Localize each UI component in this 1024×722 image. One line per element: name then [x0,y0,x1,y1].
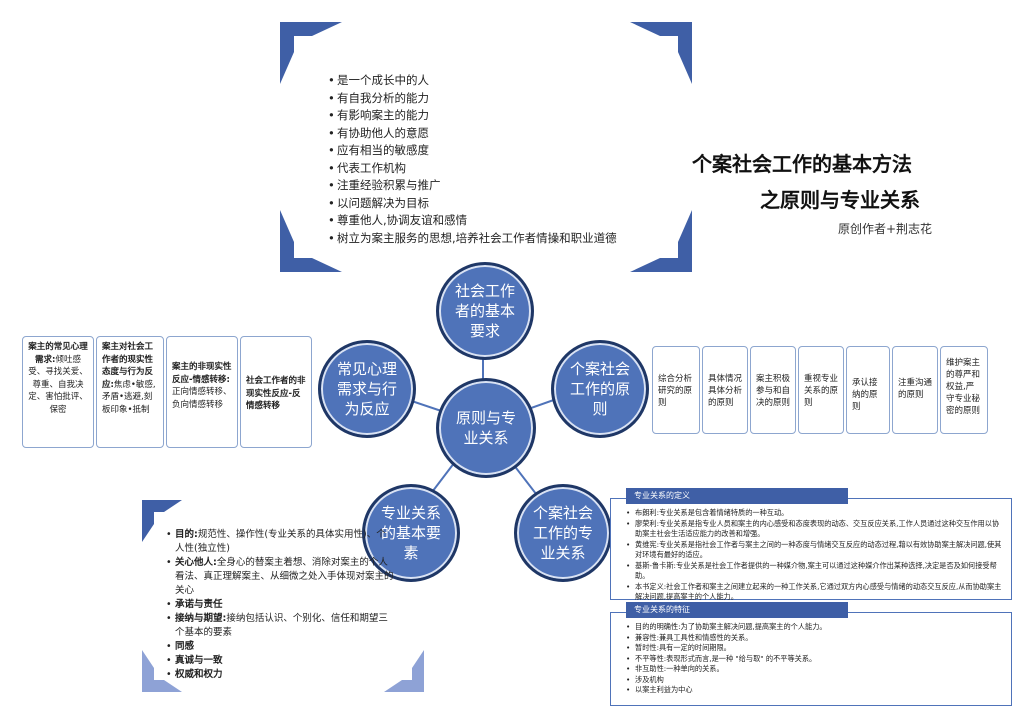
node-requirements[interactable]: 社会工作者的基本要求 [436,262,534,360]
element-item: 承诺与责任 [166,598,394,612]
node-relationship-label: 个案社会工作的专业关系 [532,504,593,562]
title-line-1: 个案社会工作的基本方法 [692,152,912,176]
reaction-box: 社会工作者的非现实性反应-反情感转移 [240,336,312,448]
features-panel-heading: 专业关系的特征 [626,602,848,618]
reaction-text: 倾吐感受、寻找关爱、尊重、自我决定、害怕批评、保密 [28,354,88,415]
definition-item: 布朗利:专业关系是包含着情绪特质的一种互动。 [626,508,1006,519]
element-item: 关心他人:全身心的替案主着想、消除对案主的个人看法、真正理解案主、从细微之处入手… [166,556,394,598]
title-line-2: 之原则与专业关系 [760,188,920,212]
elements-list: 目的:规范性、操作性(专业关系的具体实用性)、个人性(独立性) 关心他人:全身心… [166,528,394,682]
reaction-text: 焦虑•敏感,矛盾•逃避,刻板印象•抵制 [102,379,156,415]
node-elements[interactable]: 专业关系的基本要素 [362,484,460,582]
requirement-item: 是一个成长中的人 [328,72,678,90]
reaction-box: 案主的非现实性反应-情感转移:正向情感转移、负向情感转移 [166,336,238,448]
principle-box: 注重沟通的原则 [892,346,938,434]
node-reactions-label: 常见心理需求与行为反应 [336,360,397,418]
features-list: 目的的明确性:为了协助案主解决问题,提高案主的个人能力。 兼容性:兼具工具性和情… [626,622,1006,696]
principle-box: 案主积极参与和自决的原则 [750,346,796,434]
reaction-title: 案主的非现实性反应-情感转移: [172,362,232,385]
feature-item: 兼容性:兼具工具性和情感性的关系。 [626,633,1006,644]
feature-item: 不平等性:表现形式而言,是一种 "给与取" 的不平等关系。 [626,654,1006,665]
node-principles[interactable]: 个案社会工作的原则 [551,340,649,438]
requirement-item: 应有相当的敏感度 [328,142,678,160]
principle-box: 具体情况具体分析的原则 [702,346,748,434]
element-item: 目的:规范性、操作性(专业关系的具体实用性)、个人性(独立性) [166,528,394,556]
reaction-box: 案主的常见心理需求:倾吐感受、寻找关爱、尊重、自我决定、害怕批评、保密 [22,336,94,448]
feature-item: 目的的明确性:为了协助案主解决问题,提高案主的个人能力。 [626,622,1006,633]
node-center[interactable]: 原则与专业关系 [436,378,536,478]
requirement-item: 以问题解决为目标 [328,195,678,213]
principle-box: 综合分析研究的原则 [652,346,700,434]
requirements-list: 是一个成长中的人 有自我分析的能力 有影响案主的能力 有协助他人的意愿 应有相当… [328,72,678,247]
element-item: 同感 [166,640,394,654]
node-principles-label: 个案社会工作的原则 [569,360,630,418]
definition-list: 布朗利:专业关系是包含着情绪特质的一种互动。 廖荣利:专业关系是指专业人员和案主… [626,508,1006,603]
node-requirements-label: 社会工作者的基本要求 [454,282,515,340]
requirement-item: 注重经验积累与推广 [328,177,678,195]
reaction-box: 案主对社会工作者的现实性态度与行为反应:焦虑•敏感,矛盾•逃避,刻板印象•抵制 [96,336,164,448]
definition-item: 基斯-鲁卡斯:专业关系是社会工作者提供的一种媒介物,案主可以通过这种媒介作出某种… [626,561,1006,582]
requirement-item: 树立为案主服务的思想,培养社会工作者情操和职业道德 [328,230,678,248]
top-bracket-frame [280,22,692,272]
reaction-title: 案主的常见心理需求: [28,342,88,365]
requirement-item: 有自我分析的能力 [328,90,678,108]
definition-item: 本书定义:社会工作者和案主之间建立起来的一种工作关系,它通过双方内心感受与情绪的… [626,582,1006,603]
requirement-item: 有协助他人的意愿 [328,125,678,143]
node-elements-label: 专业关系的基本要素 [380,504,441,562]
node-center-label: 原则与专业关系 [455,409,516,447]
feature-item: 以案主利益为中心 [626,685,1006,696]
author: 原创作者+荆志花 [838,222,933,236]
requirement-item: 有影响案主的能力 [328,107,678,125]
requirement-item: 代表工作机构 [328,160,678,178]
definition-item: 黄维宪:专业关系是指社会工作者与案主之间的一种态度与情绪交互反应的动态过程,藉以… [626,540,1006,561]
element-item: 接纳与期望:接纳包括认识、个别化、信任和期望三个基本的要素 [166,612,394,640]
reaction-text: 正向情感转移、负向情感转移 [172,387,232,410]
feature-item: 涉及机构 [626,675,1006,686]
node-reactions[interactable]: 常见心理需求与行为反应 [318,340,416,438]
definition-item: 廖荣利:专业关系是指专业人员和案主的内心感受和态度表现的动态、交互反应关系,工作… [626,519,1006,540]
element-item: 权威和权力 [166,668,394,682]
feature-item: 非互助性:一种单向的关系。 [626,664,1006,675]
node-relationship[interactable]: 个案社会工作的专业关系 [514,484,612,582]
principle-box: 重视专业关系的原则 [798,346,844,434]
principle-box: 承认接纳的原则 [846,346,890,434]
element-item: 真诚与一致 [166,654,394,668]
elements-bracket-frame [142,500,424,692]
requirement-item: 尊重他人,协调友谊和感情 [328,212,678,230]
feature-item: 暂时性:具有一定的时间期限。 [626,643,1006,654]
definition-panel-heading: 专业关系的定义 [626,488,848,504]
reaction-title: 社会工作者的非现实性反应-反情感转移 [246,376,306,411]
principle-box: 维护案主的尊严和权益,严守专业秘密的原则 [940,346,988,434]
reaction-title: 案主对社会工作者的现实性态度与行为反应: [102,342,154,390]
